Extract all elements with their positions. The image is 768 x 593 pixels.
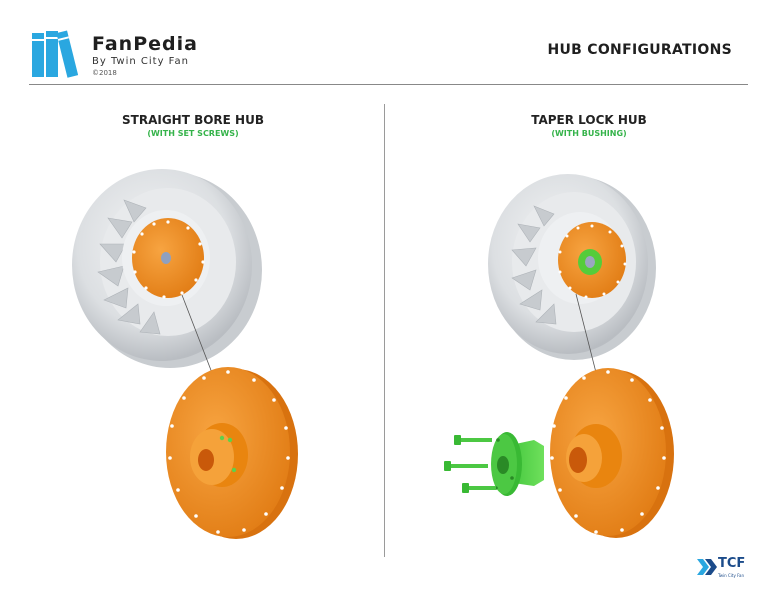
tcf-logo-icon: [697, 559, 717, 575]
brand-subtitle: By Twin City Fan: [92, 56, 189, 67]
header-divider: [29, 84, 748, 85]
taper-bushing: [491, 432, 544, 496]
header: FanPedia By Twin City Fan ©2018 HUB CONF…: [0, 0, 768, 86]
left-panel-subtitle: (WITH SET SCREWS): [147, 129, 239, 138]
tcf-logo-text: TCF: [718, 556, 746, 571]
straight-bore-hub: [166, 367, 298, 539]
brand-name: FanPedia: [92, 33, 198, 55]
set-screw: [231, 467, 237, 473]
books-logo-icon: [32, 30, 78, 78]
page-title: HUB CONFIGURATIONS: [547, 42, 732, 58]
right-fan-wheel: [488, 174, 656, 360]
bushing-screws: [444, 435, 496, 493]
right-panel-subtitle: (WITH BUSHING): [551, 129, 627, 138]
left-fan-wheel: [72, 169, 262, 368]
tcf-logo-subtext: Twin City Fan: [718, 573, 745, 578]
right-panel-title: TAPER LOCK HUB: [531, 113, 647, 127]
set-screw: [219, 435, 225, 441]
taper-lock-hub: [550, 368, 674, 538]
column-divider: [384, 104, 385, 557]
left-panel-title: STRAIGHT BORE HUB: [122, 113, 264, 127]
brand-copyright: ©2018: [92, 69, 117, 77]
set-screw: [227, 437, 233, 443]
